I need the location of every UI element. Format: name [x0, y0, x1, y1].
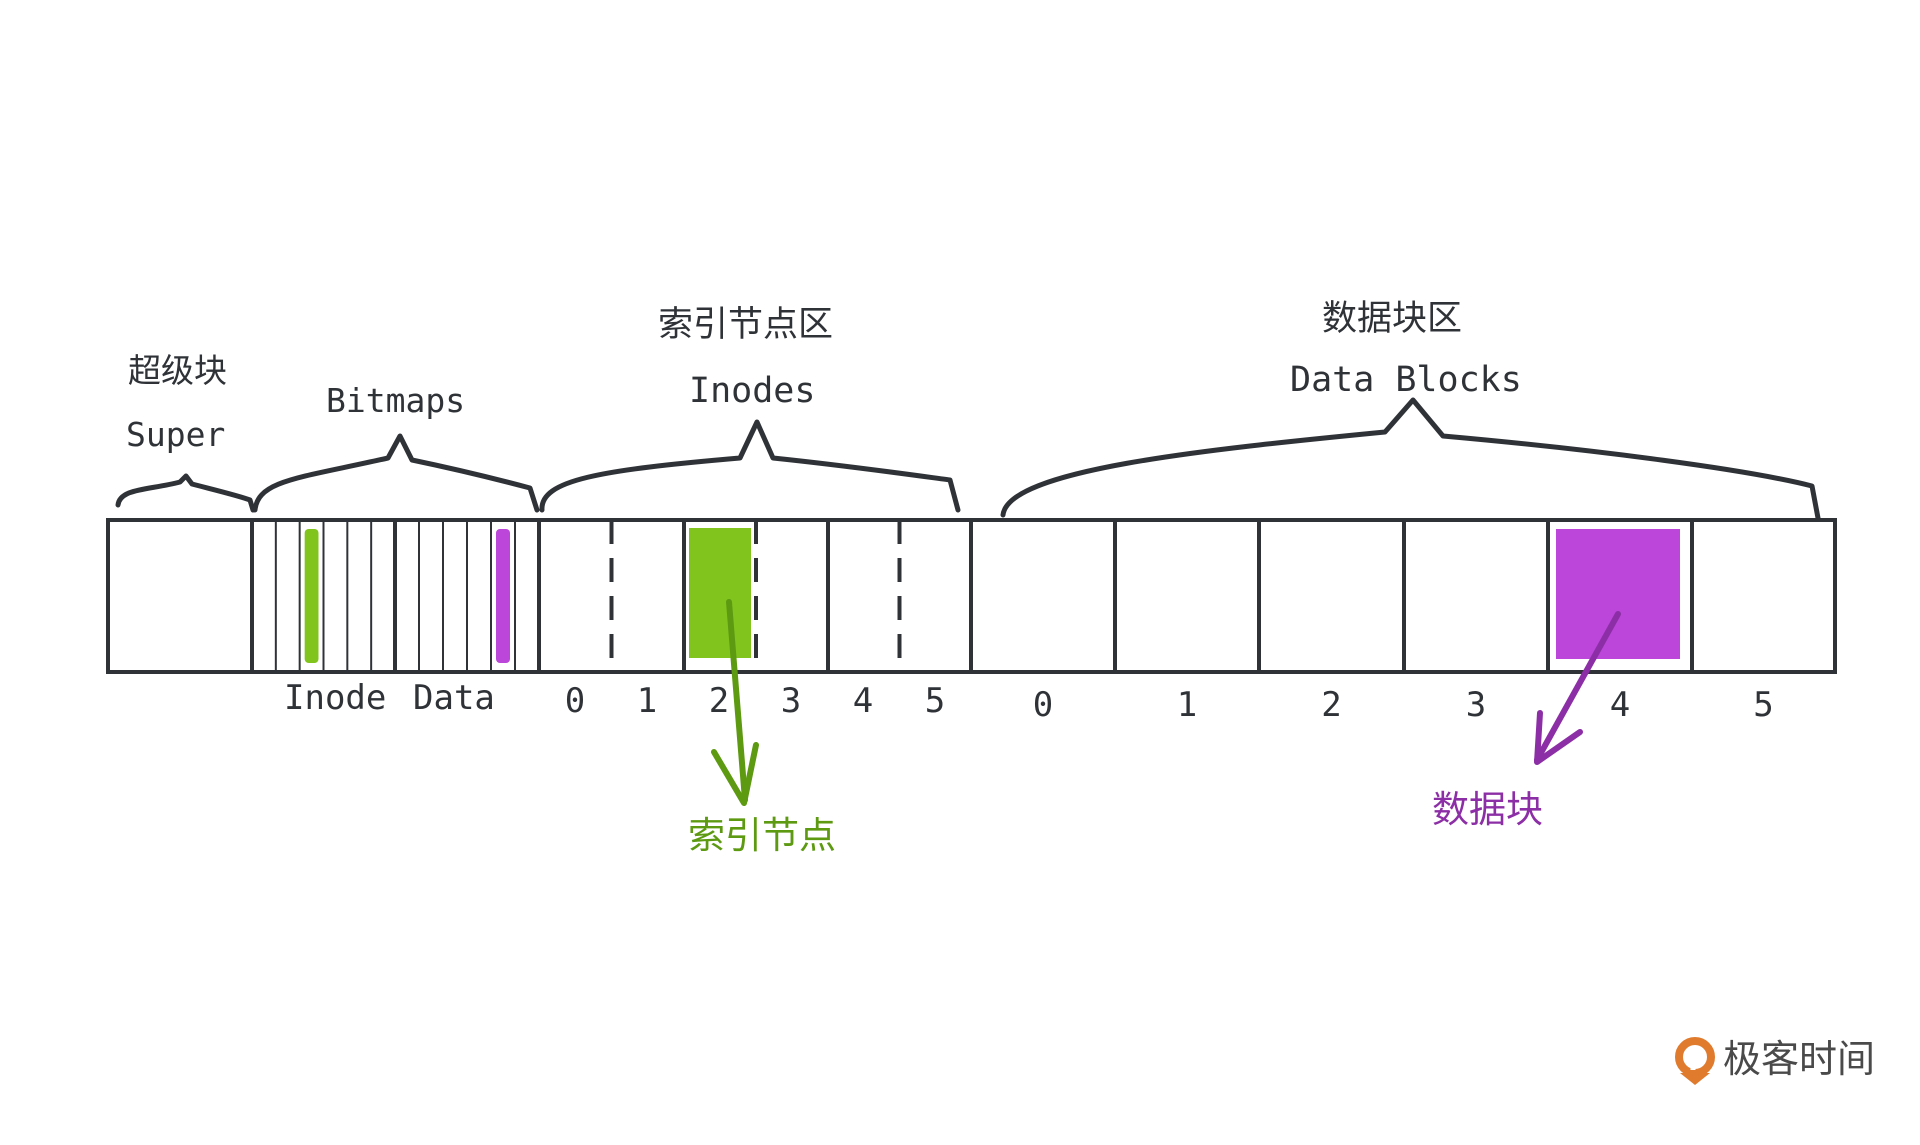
block-strip	[106, 518, 1837, 674]
data-bitmap-label: Data	[413, 678, 495, 718]
data-blocks-brace	[1000, 397, 1821, 521]
inode-index-label: 5	[925, 681, 945, 721]
inode-index-label: 3	[781, 681, 801, 721]
inodes-title-en: Inodes	[689, 371, 815, 411]
inode-index-label: 2	[709, 681, 729, 721]
braces	[115, 397, 1821, 521]
bitmaps-title: Bitmaps	[326, 381, 465, 420]
inode-callout-arrow	[711, 599, 759, 806]
inode-callout-label: 索引节点	[688, 814, 836, 857]
data-block-index-label: 0	[1033, 685, 1053, 725]
data-block-index-label: 5	[1753, 685, 1773, 725]
data-block	[1113, 518, 1261, 674]
inode-index-label: 4	[853, 681, 873, 721]
bitmaps-brace	[252, 433, 540, 513]
data-bitmap-marked-slot	[496, 529, 510, 663]
super-title-cn: 超级块	[128, 351, 227, 390]
data-block	[1690, 518, 1837, 674]
geektime-logo-icon	[1675, 1037, 1715, 1085]
data-callout-arrow	[1534, 611, 1621, 765]
super-title-en: Super	[126, 415, 225, 454]
data-blocks-title-en: Data Blocks	[1290, 360, 1522, 400]
data-block	[1257, 518, 1406, 674]
inodes-brace	[539, 419, 961, 513]
data-block	[1402, 518, 1550, 674]
logo-text: 极客时间	[1723, 1037, 1875, 1081]
data-block-highlight	[1556, 529, 1680, 659]
inode-index-label: 0	[565, 681, 585, 721]
super-block	[106, 518, 254, 674]
data-block-index-label: 1	[1177, 685, 1197, 725]
data-blocks-title-cn: 数据块区	[1322, 299, 1462, 339]
data-block-index-label: 4	[1610, 685, 1630, 725]
data-block	[969, 518, 1117, 674]
inode-bitmap-marked-slot	[304, 529, 319, 663]
inode-index-label: 1	[637, 681, 657, 721]
index-labels: Inode Data 0 1 2 3 4 5 0 1 2 3 4 5	[284, 678, 1774, 725]
data-block-index-label: 3	[1466, 685, 1486, 725]
inode-bitmap-label: Inode	[284, 678, 386, 718]
inode-highlight	[689, 528, 751, 658]
super-brace	[115, 473, 256, 513]
inodes-title-cn: 索引节点区	[658, 305, 833, 345]
data-callout-label: 数据块	[1432, 788, 1543, 831]
data-block-index-label: 2	[1321, 685, 1341, 725]
